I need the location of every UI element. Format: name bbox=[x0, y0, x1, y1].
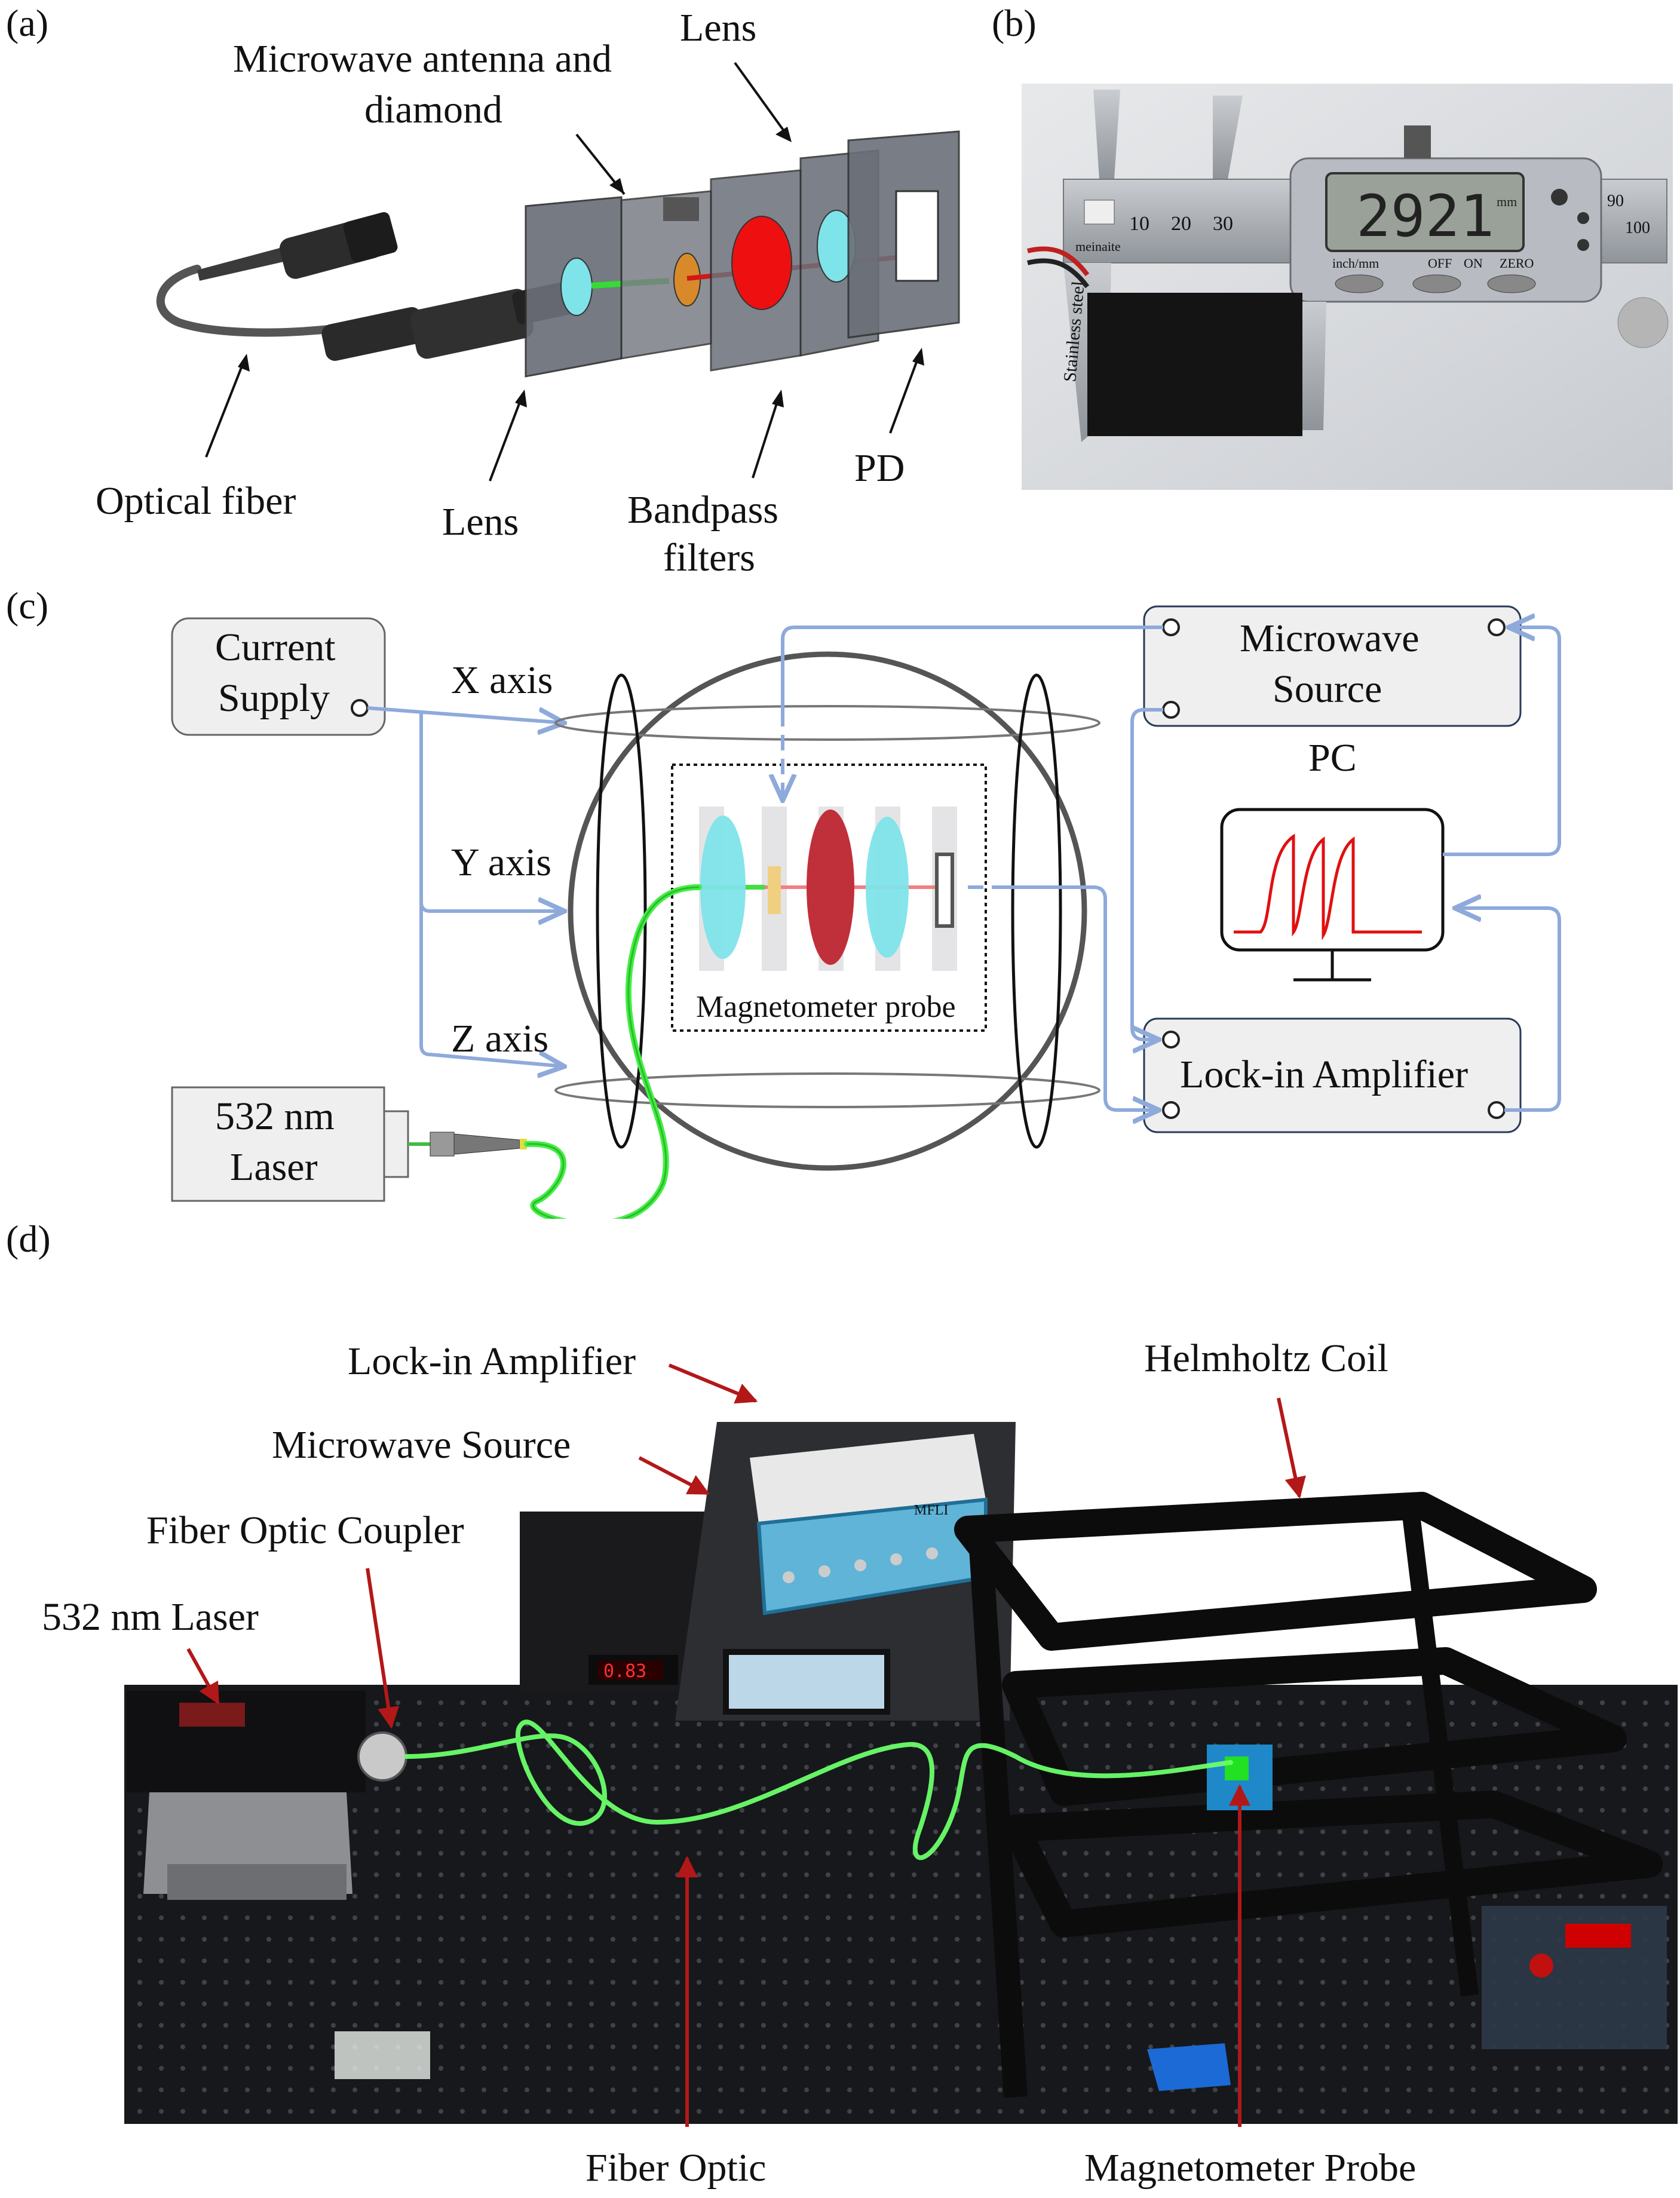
caliper-reading: 2921 bbox=[1356, 183, 1494, 250]
pd-plate bbox=[847, 130, 960, 339]
signal-links bbox=[783, 627, 1561, 1110]
scale-tick-10: 10 bbox=[1129, 213, 1149, 235]
btn-label-on: ON bbox=[1464, 256, 1483, 271]
probe-block bbox=[1087, 293, 1302, 436]
caliper-unit: mm bbox=[1497, 194, 1517, 209]
panel-c-tag: (c) bbox=[6, 585, 48, 627]
arrow-lens-bottom bbox=[489, 394, 524, 482]
label-532-laser: 532 nm Laser bbox=[42, 1595, 259, 1639]
arrow-bandpass bbox=[752, 394, 781, 479]
mw-line2: Source bbox=[1273, 667, 1382, 711]
current-links bbox=[367, 706, 565, 1066]
panel-a-tag: (a) bbox=[6, 2, 48, 44]
label-mw-antenna-line2: diamond bbox=[364, 88, 502, 131]
label-magnetometer-probe: Magnetometer Probe bbox=[1084, 2146, 1416, 2190]
pc-label: PC bbox=[1308, 736, 1357, 780]
fiber-cable bbox=[156, 265, 339, 337]
label-x-axis: X axis bbox=[451, 658, 553, 702]
diamond-antenna-plate bbox=[620, 190, 712, 360]
scale-tick-20: 20 bbox=[1171, 213, 1191, 235]
label-fiber-coupler: Fiber Optic Coupler bbox=[146, 1509, 464, 1552]
label-mw-antenna-line1: Microwave antenna and bbox=[233, 37, 612, 81]
probe-box bbox=[671, 764, 987, 1032]
btn-label-zero: ZERO bbox=[1500, 256, 1534, 271]
arrow-pd bbox=[889, 352, 921, 434]
pc-monitor bbox=[1220, 808, 1445, 952]
fiber-connector-upper bbox=[197, 212, 398, 281]
label-optical-fiber: Optical fiber bbox=[96, 479, 296, 523]
label-lens-bottom: Lens bbox=[442, 500, 519, 544]
current-supply-line1: Current bbox=[215, 626, 336, 669]
btn-label-units: inch/mm bbox=[1332, 256, 1379, 271]
device-display: 0.83 bbox=[603, 1661, 646, 1682]
lockin-label: Lock-in Amplifier bbox=[1180, 1053, 1468, 1096]
panel-d-tag: (d) bbox=[6, 1219, 51, 1260]
label-z-axis: Z axis bbox=[451, 1017, 548, 1060]
laser-line2: Laser bbox=[230, 1145, 318, 1189]
helmholtz-coils bbox=[554, 651, 1100, 1171]
bandpass-plate bbox=[710, 169, 802, 372]
lockin-brand: MFLI bbox=[914, 1503, 948, 1518]
label-bandpass-line1: Bandpass bbox=[627, 488, 778, 532]
lockin-box bbox=[1143, 1017, 1522, 1133]
label-lens-top: Lens bbox=[680, 6, 756, 50]
label-microwave-source: Microwave Source bbox=[272, 1423, 571, 1467]
arrow-lens-top bbox=[734, 62, 790, 139]
label-y-axis: Y axis bbox=[451, 841, 551, 884]
microwave-source-box bbox=[1143, 605, 1522, 727]
lens-plate-1 bbox=[525, 196, 623, 378]
panel-d: (d) 0.83 MFLI bbox=[6, 1219, 1678, 2190]
scale-tick-90: 90 bbox=[1607, 192, 1624, 210]
panel-b-tag: (b) bbox=[992, 2, 1037, 44]
fiber-optic-glow bbox=[404, 1719, 1233, 1860]
fiber-coupler-icon bbox=[408, 1132, 527, 1157]
caliper-lcd bbox=[1325, 172, 1525, 252]
mw-line1: Microwave bbox=[1240, 617, 1420, 660]
label-helmholtz: Helmholtz Coil bbox=[1144, 1336, 1388, 1380]
scale-tick-100: 100 bbox=[1625, 219, 1650, 237]
btn-label-off: OFF bbox=[1428, 256, 1452, 271]
panel-b: (b) meinaite 10 20 30 90 100 2921 mm inc… bbox=[992, 2, 1673, 490]
pc-signal bbox=[1234, 833, 1422, 941]
label-fiber-optic: Fiber Optic bbox=[585, 2146, 766, 2190]
probe-label: Magnetometer probe bbox=[696, 990, 956, 1024]
scale-tick-30: 30 bbox=[1213, 213, 1233, 235]
label-lockin: Lock-in Amplifier bbox=[348, 1339, 636, 1383]
label-bandpass-line2: filters bbox=[663, 536, 755, 580]
probe-components bbox=[699, 807, 957, 971]
current-supply-line2: Supply bbox=[218, 676, 330, 720]
laser-box bbox=[171, 1086, 385, 1202]
setup-photo: 0.83 MFLI bbox=[124, 1422, 1678, 2124]
panel-a: (a) Microwave antenna and diamond bbox=[6, 2, 960, 580]
caliper-brand: meinaite bbox=[1075, 239, 1121, 254]
laser-line1: 532 nm bbox=[215, 1095, 335, 1138]
current-supply-box bbox=[171, 617, 386, 736]
label-pd: PD bbox=[854, 446, 905, 490]
arrow-fiber bbox=[205, 358, 246, 458]
panel-c: (c) Current Supply X axis Y axis Z axis … bbox=[6, 585, 1561, 1219]
